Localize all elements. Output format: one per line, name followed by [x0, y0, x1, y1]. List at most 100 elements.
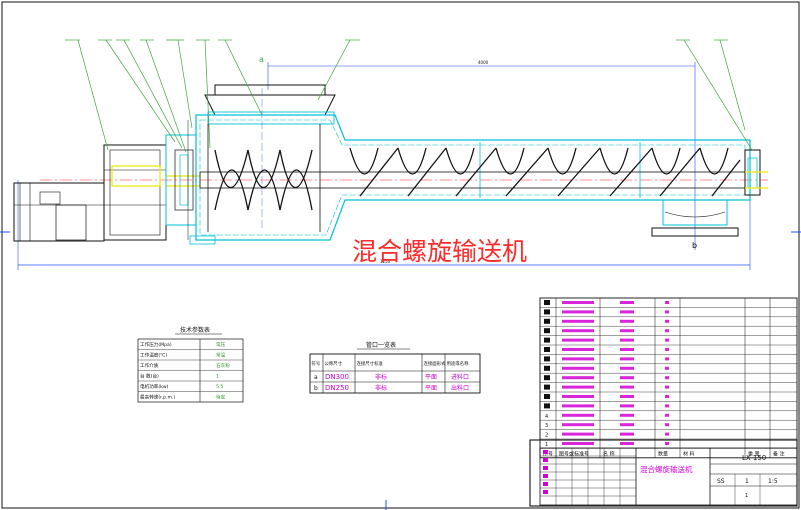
nozzle-header: 用途或名称 — [447, 360, 470, 367]
nozzle-symbol: a — [314, 374, 318, 381]
title-block-label — [543, 482, 548, 486]
title-block-sheet: 1 — [745, 478, 749, 485]
part-number-mark — [544, 365, 550, 371]
part-code — [562, 413, 594, 417]
part-number-mark — [544, 375, 550, 381]
parts-header-material: 材 料 — [683, 450, 695, 457]
part-number: 3 — [545, 423, 548, 429]
nozzle-header: 连接尺寸标准 — [357, 360, 384, 367]
parts-header-note: 备 注 — [773, 450, 785, 457]
part-qty — [665, 395, 669, 398]
nozzle-header: 连接面形式 — [424, 360, 447, 367]
nozzle-symbol: b — [314, 385, 318, 392]
screw-trough — [195, 114, 751, 241]
part-number-mark — [544, 337, 550, 343]
part-qty — [665, 319, 669, 323]
outlet-chute — [651, 200, 739, 237]
nozzle-a-label: a — [259, 55, 264, 64]
tech-param-label: 最高转速(r.p.m.) — [140, 394, 175, 401]
right-bearing — [744, 149, 768, 196]
tech-params-title: 技术参数表 — [180, 326, 210, 334]
title-block-label — [543, 458, 548, 462]
parts-header-code: 图号或标准号 — [559, 450, 589, 457]
part-name — [620, 423, 634, 427]
part-name — [620, 413, 634, 417]
part-qty — [665, 385, 669, 389]
part-number-mark — [544, 394, 550, 399]
title-block-material: SS — [717, 478, 725, 485]
part-code — [562, 366, 594, 370]
gearbox — [103, 144, 200, 241]
nozzle-header: 公称尺寸 — [325, 360, 343, 367]
nozzle-b-label: b — [692, 241, 697, 250]
nozzle-face: 平面 — [425, 374, 437, 381]
part-name — [620, 319, 634, 323]
title-block-label — [543, 490, 548, 494]
nozzle-standard: 非标 — [375, 373, 387, 381]
part-qty — [665, 442, 669, 445]
part-code — [562, 329, 594, 333]
part-code — [562, 385, 594, 389]
part-code — [562, 310, 594, 314]
part-code — [562, 395, 594, 398]
nozzle-table-title: 管口一览表 — [366, 341, 396, 349]
part-name — [620, 301, 634, 304]
tech-param-value: 5.5 — [216, 384, 223, 390]
part-number: 1 — [545, 442, 548, 448]
parts-header-qty: 数量 — [658, 450, 668, 457]
part-number: 4 — [545, 414, 548, 420]
nozzle-size: DN250 — [325, 384, 349, 392]
nozzle-purpose: 出料口 — [451, 384, 469, 392]
tech-param-label: 工作温度(℃) — [140, 352, 167, 359]
parts-header-no: 序号 — [543, 450, 553, 457]
title-block-drawing-no: LX-150 — [742, 454, 766, 462]
nozzle-purpose: 进料口 — [451, 373, 469, 381]
nozzle-size: DN300 — [325, 373, 349, 381]
title-block-label — [543, 474, 548, 478]
title-block-label — [543, 466, 548, 470]
machine-elevation: 1250 4000 a b — [13, 39, 768, 270]
part-qty — [665, 357, 669, 361]
screw-flights — [214, 147, 741, 211]
nozzle-standard: 非标 — [375, 384, 387, 392]
part-qty — [665, 338, 669, 342]
part-code — [562, 432, 594, 436]
part-number-mark — [544, 300, 550, 305]
tech-param-value: 1 — [216, 374, 219, 380]
part-name — [620, 329, 634, 333]
tech-param-value: 石灰粉 — [216, 362, 230, 369]
title-block-scale: 1:5 — [768, 478, 778, 485]
part-name — [620, 348, 634, 351]
part-code — [562, 348, 594, 351]
drawing-title: 混合螺旋输送机 — [352, 237, 527, 266]
part-name — [620, 385, 634, 389]
part-number-mark — [544, 384, 550, 390]
part-qty — [665, 423, 669, 427]
part-code — [562, 338, 594, 342]
part-code — [562, 404, 594, 408]
svg-text:1250: 1250 — [380, 259, 391, 264]
part-qty — [665, 329, 669, 333]
part-number-mark — [544, 347, 550, 352]
part-code — [562, 423, 594, 427]
title-block-name: 混合螺旋输送机 — [640, 464, 693, 474]
nozzle-header: 符号 — [312, 360, 321, 367]
part-number-mark — [544, 356, 550, 362]
part-name — [620, 310, 634, 314]
part-number-mark — [544, 328, 550, 334]
tech-param-value: 待定 — [216, 394, 226, 401]
parts-list: 4321序号图号或标准号名 称数量材 料重 量备 注 — [539, 297, 798, 459]
part-qty — [665, 404, 669, 408]
title-block-sheets: 1 — [745, 493, 748, 499]
part-code — [562, 357, 594, 361]
part-name — [620, 442, 634, 445]
nozzle-face: 平面 — [425, 385, 437, 392]
part-code — [562, 376, 594, 380]
tech-params-table: 技术参数表 工作压力(Mpa)常压工作温度(℃)常温工作介质石灰粉台 数(台)1… — [137, 326, 244, 403]
part-name — [620, 366, 634, 370]
motor — [13, 182, 105, 242]
part-qty — [665, 432, 669, 436]
title-block-label — [543, 450, 548, 454]
